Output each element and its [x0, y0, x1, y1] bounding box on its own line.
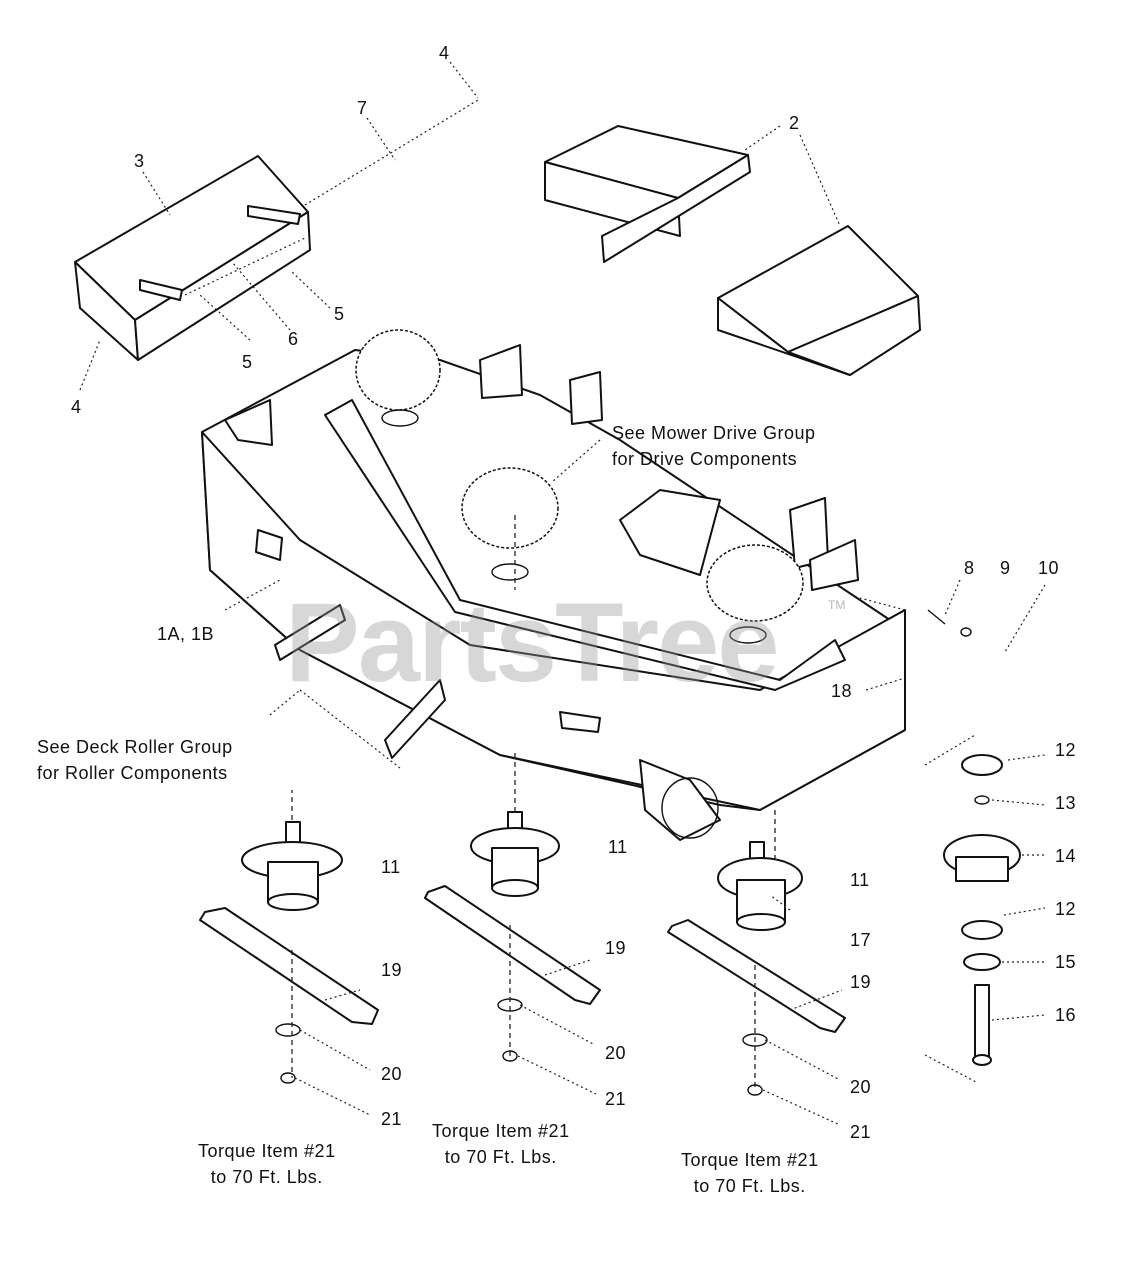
blade-left: [199, 907, 379, 1025]
pulley-right: [706, 544, 804, 622]
callout-21-left: 21: [381, 1109, 403, 1129]
mower-deck-housing: [201, 344, 906, 841]
callout-3: 3: [134, 151, 145, 171]
belt-cover-right: [717, 225, 921, 376]
note-deck-roller: See Deck Roller Group for Roller Compone…: [37, 734, 233, 786]
pulley-center: [461, 467, 559, 549]
note-torque-center: Torque Item #21 to 70 Ft. Lbs.: [432, 1118, 570, 1170]
callout-8: 8: [964, 558, 975, 578]
callout-2: 2: [789, 113, 800, 133]
callout-20-center: 20: [605, 1043, 627, 1063]
callout-11-right: 11: [850, 870, 870, 890]
callout-21-center: 21: [605, 1089, 627, 1109]
callout-19-center: 19: [605, 938, 627, 958]
callout-4-top: 4: [439, 43, 450, 63]
note-deck-roller-line2: for Roller Components: [37, 763, 228, 784]
idler-assembly: [943, 754, 1021, 1066]
pulley-left: [355, 329, 441, 411]
callout-9: 9: [1000, 558, 1011, 578]
callout-18: 18: [831, 681, 853, 701]
callout-6: 6: [288, 329, 299, 349]
callout-12-bottom: 12: [1055, 899, 1077, 919]
callout-14: 14: [1055, 846, 1077, 866]
partstree-watermark: PartsTree: [285, 580, 780, 705]
belt-cover-left: [544, 125, 751, 263]
note-torque-right: Torque Item #21 to 70 Ft. Lbs.: [681, 1147, 819, 1199]
callout-1a-1b: 1A, 1B: [157, 624, 215, 644]
note-mower-drive-line1: See Mower Drive Group: [612, 423, 816, 443]
blade-center: [424, 885, 601, 1005]
callout-16: 16: [1055, 1005, 1077, 1025]
callout-7: 7: [357, 98, 368, 118]
discharge-chute: [74, 155, 311, 361]
blade-right: [667, 919, 846, 1033]
spindle-center: [470, 811, 560, 897]
callout-15: 15: [1055, 952, 1077, 972]
callout-20-left: 20: [381, 1064, 403, 1084]
chute-pin: [184, 237, 306, 296]
callout-5-left: 5: [242, 352, 253, 372]
callout-20-right: 20: [850, 1077, 872, 1097]
callout-11-center: 11: [608, 837, 628, 857]
chute-rod: [304, 99, 479, 206]
callout-5-right: 5: [334, 304, 345, 324]
spindle-left: [241, 821, 343, 911]
note-torque-left: Torque Item #21 to 70 Ft. Lbs.: [198, 1138, 336, 1190]
callout-19-left: 19: [381, 960, 403, 980]
note-deck-roller-line1: See Deck Roller Group: [37, 737, 233, 757]
callout-10: 10: [1038, 558, 1060, 578]
note-mower-drive: See Mower Drive Group for Drive Componen…: [612, 420, 816, 472]
callout-11-left: 11: [381, 857, 401, 877]
leader-lines: [79, 61, 1046, 1126]
spindle-right: [717, 841, 803, 931]
note-torque-center-line1: Torque Item #21: [432, 1121, 570, 1141]
note-mower-drive-line2: for Drive Components: [612, 449, 798, 470]
callout-4-bottom: 4: [71, 397, 82, 417]
note-torque-right-line2: to 70 Ft. Lbs.: [693, 1176, 806, 1197]
watermark-trademark: TM: [828, 598, 846, 612]
note-torque-left-line1: Torque Item #21: [198, 1141, 336, 1161]
callout-12-top: 12: [1055, 740, 1077, 760]
note-torque-right-line1: Torque Item #21: [681, 1150, 819, 1170]
note-torque-center-line2: to 70 Ft. Lbs.: [444, 1147, 557, 1168]
callout-19-right: 19: [850, 972, 872, 992]
callout-13: 13: [1055, 793, 1077, 813]
note-torque-left-line2: to 70 Ft. Lbs.: [210, 1167, 323, 1188]
callout-17: 17: [850, 930, 872, 950]
callout-21-right: 21: [850, 1122, 872, 1142]
